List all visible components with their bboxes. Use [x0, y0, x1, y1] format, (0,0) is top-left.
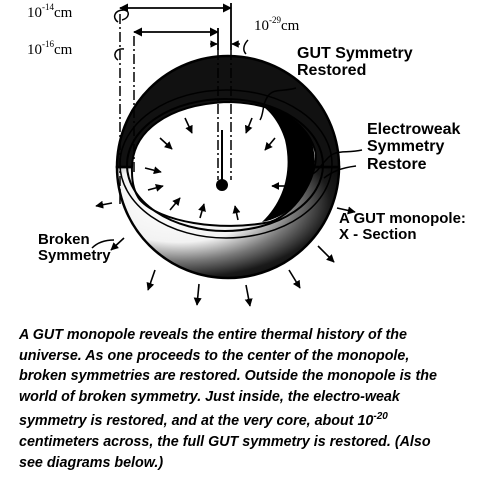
ew-label-line1: Electroweak	[367, 121, 461, 138]
outer-scale-base: 10	[27, 5, 42, 21]
core-scale-base: 10	[254, 18, 269, 34]
caption-line: A GUT monopole reveals the entire therma…	[19, 327, 407, 343]
core-scale-label: 10-29cm	[254, 15, 299, 35]
ew-label-line3: Restore	[367, 155, 427, 173]
caption-line: world of broken symmetry. Just inside, t…	[19, 388, 400, 405]
caption-line: symmetry is restored, and at the very co…	[19, 407, 489, 432]
core-scale-exponent: -29	[269, 15, 281, 25]
outer-scale-exponent: -14	[42, 2, 54, 12]
broken-label-line2: Symmetry	[38, 247, 111, 265]
caption-exponent: -20	[373, 411, 388, 423]
broken-label-line1: Broken	[38, 231, 90, 248]
inward-arrows	[144, 117, 286, 221]
gut-label-line1: GUT Symmetry	[297, 45, 413, 62]
caption-line: universe. As one proceeds to the center …	[19, 347, 410, 364]
caption-line: broken symmetries are restored. Outside …	[19, 368, 437, 385]
figure-caption: A GUT monopole reveals the entire therma…	[19, 325, 489, 473]
ew-label-line2: Symmetry	[367, 138, 445, 156]
caption-line: see diagrams below.)	[19, 454, 164, 471]
gut-label-line2: Restored	[297, 62, 367, 80]
xsec-label-line2: X - Section	[339, 226, 417, 244]
extension-lines	[119, 14, 232, 205]
outer-scale-unit: cm	[54, 5, 73, 21]
caption-text: symmetry is restored, and at the very co…	[19, 413, 374, 430]
shell-rim	[126, 98, 324, 232]
cutaway-interior	[130, 100, 317, 227]
outward-arrows	[95, 200, 356, 307]
outer-scale-label: 10-14cm	[27, 2, 72, 22]
electroweak-label: Electroweak Symmetry Restore	[367, 121, 460, 173]
gut-symmetry-label: GUT Symmetry Restored	[297, 45, 413, 80]
caption-line: centimeters across, the full GUT symmetr…	[19, 433, 431, 450]
inner-wall-shadow	[262, 108, 315, 222]
broken-symmetry-label: Broken Symmetry	[38, 231, 111, 265]
leader-lines	[91, 9, 363, 249]
inner-scale-exponent: -16	[42, 39, 54, 49]
core-scale-unit: cm	[281, 18, 300, 34]
gut-core	[216, 179, 228, 191]
inner-scale-label: 10-16cm	[27, 39, 72, 59]
inner-scale-unit: cm	[54, 42, 73, 58]
cross-section-label: A GUT monopole: X - Section	[339, 210, 466, 244]
inner-scale-base: 10	[27, 42, 42, 58]
dimension-lines	[119, 3, 232, 50]
xsec-label-line1: A GUT monopole:	[339, 210, 466, 227]
